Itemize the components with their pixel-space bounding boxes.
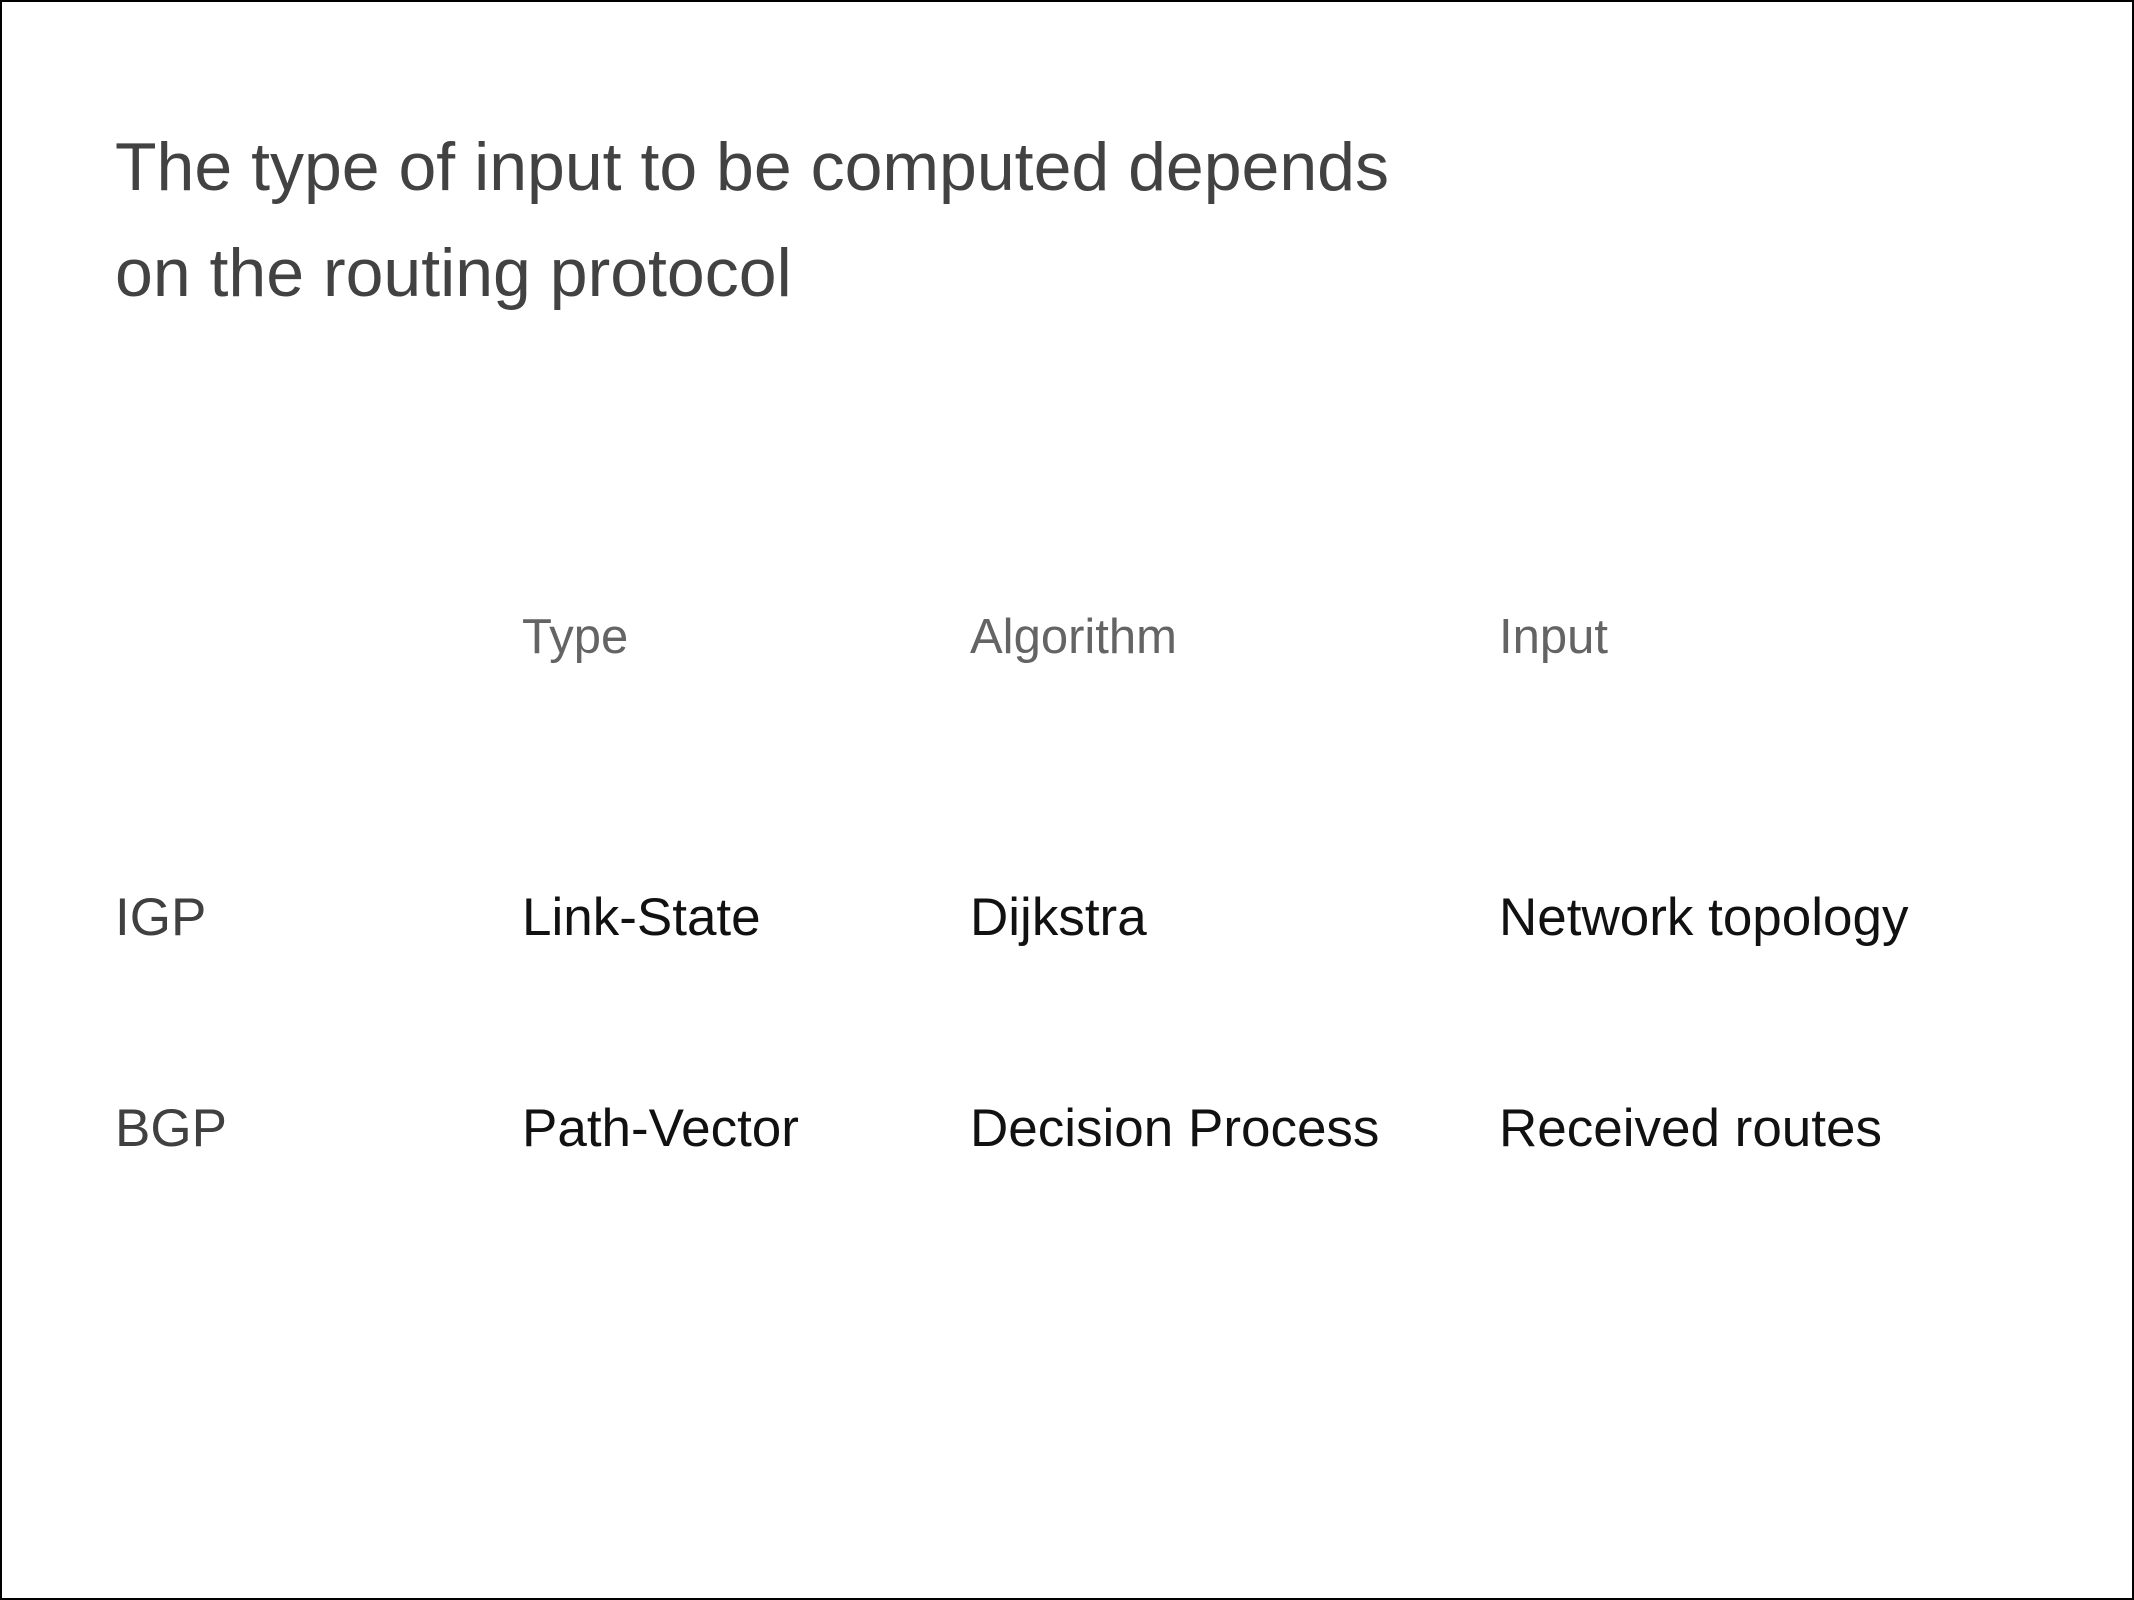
cell-bgp-type: Path-Vector xyxy=(522,1099,799,1158)
column-header-algorithm: Algorithm xyxy=(970,610,1177,664)
row-label-igp: IGP xyxy=(115,888,207,947)
cell-igp-input: Network topology xyxy=(1499,888,1909,947)
slide-title-line-2: on the routing protocol xyxy=(115,235,792,311)
table-row-bgp: BGP Path-Vector Decision Process Receive… xyxy=(2,1094,2132,1163)
slide-title: The type of input to be computed depends… xyxy=(115,114,1389,326)
table-header-row: Type Algorithm Input xyxy=(2,605,2132,669)
header-spacer xyxy=(115,605,522,669)
cell-igp-type: Link-State xyxy=(522,888,761,947)
table-row-igp: IGP Link-State Dijkstra Network topology xyxy=(2,883,2132,952)
column-header-type: Type xyxy=(522,610,629,664)
cell-bgp-algorithm: Decision Process xyxy=(970,1099,1380,1158)
cell-igp-algorithm: Dijkstra xyxy=(970,888,1147,947)
slide-title-line-1: The type of input to be computed depends xyxy=(115,129,1390,205)
column-header-input: Input xyxy=(1499,610,1608,664)
cell-bgp-input: Received routes xyxy=(1499,1099,1882,1158)
row-label-bgp: BGP xyxy=(115,1099,227,1158)
